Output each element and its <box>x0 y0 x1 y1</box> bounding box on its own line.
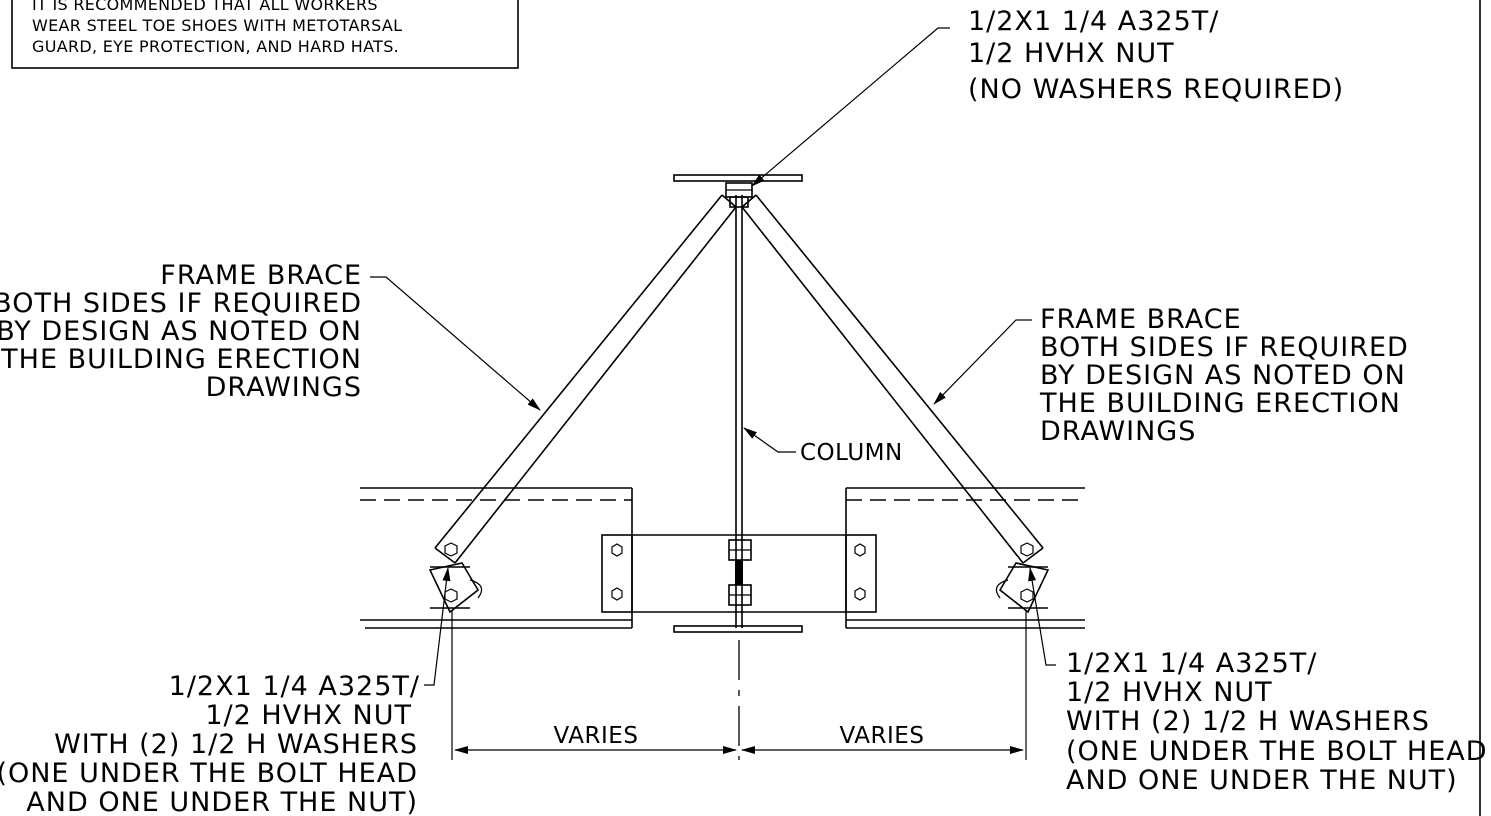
purlin-left <box>360 487 633 629</box>
top-callout: 1/2X1 1/4 A325T/ 1/2 HVHX NUT (NO WASHER… <box>751 6 1344 187</box>
bolt-hex-icon <box>854 587 866 601</box>
frame-brace-right-line-2: BOTH SIDES IF REQUIRED <box>1040 332 1409 363</box>
bolt-hex-icon <box>611 587 623 601</box>
bottom-left-line-1: 1/2X1 1/4 A325T/ <box>169 671 420 702</box>
clip-right <box>845 534 877 613</box>
dimension-lines: VARIES VARIES <box>451 610 1027 760</box>
bolt-hex-icon <box>854 543 866 557</box>
frame-brace-right-callout: FRAME BRACE BOTH SIDES IF REQUIRED BY DE… <box>933 304 1409 447</box>
connection-clips <box>601 534 877 613</box>
bottom-left-line-2: 1/2 HVHX NUT <box>205 700 412 731</box>
frame-brace-left-line-1: FRAME BRACE <box>160 260 362 291</box>
bottom-right-line-3: WITH (2) 1/2 H WASHERS <box>1066 706 1430 737</box>
frame-brace-left <box>434 194 737 564</box>
column-base-plate <box>673 625 803 633</box>
frame-brace-right-line-1: FRAME BRACE <box>1040 304 1242 335</box>
bottom-right-callout: 1/2X1 1/4 A325T/ 1/2 HVHX NUT WITH (2) 1… <box>1028 567 1488 796</box>
frame-brace-right-line-3: BY DESIGN AS NOTED ON <box>1040 360 1406 391</box>
bolt-hex-icon <box>1020 542 1034 557</box>
bottom-right-line-2: 1/2 HVHX NUT <box>1066 677 1273 708</box>
frame-brace-left-callout: FRAME BRACE BOTH SIDES IF REQUIRED BY DE… <box>0 260 541 411</box>
frame-brace-left-line-3: BY DESIGN AS NOTED ON <box>0 316 362 347</box>
bolt-hex-icon <box>444 542 458 557</box>
brace-connection-right <box>995 542 1050 614</box>
bolt-hex-icon <box>444 588 458 603</box>
bottom-right-line-1: 1/2X1 1/4 A325T/ <box>1066 648 1317 679</box>
frame-brace-left-line-4: THE BUILDING ERECTION <box>0 344 362 375</box>
brace-connection-left <box>428 542 483 614</box>
clip-left <box>601 534 633 613</box>
frame-brace-right <box>741 194 1044 564</box>
safety-note: IT IS RECOMMENDED THAT ALL WORKERS WEAR … <box>11 0 519 69</box>
column-label: COLUMN <box>800 440 903 466</box>
column <box>673 174 803 760</box>
bolt-hex-icon <box>1020 588 1034 603</box>
bottom-left-line-4: (ONE UNDER THE BOLT HEAD <box>0 758 418 789</box>
frame-brace-left-line-2: BOTH SIDES IF REQUIRED <box>0 288 362 319</box>
top-callout-line-3: (NO WASHERS REQUIRED) <box>968 74 1344 105</box>
safety-note-line-1: IT IS RECOMMENDED THAT ALL WORKERS <box>32 0 378 14</box>
frame-brace-right-line-5: DRAWINGS <box>1040 416 1196 447</box>
frame-brace-right-line-4: THE BUILDING ERECTION <box>1039 388 1401 419</box>
safety-note-line-3: GUARD, EYE PROTECTION, AND HARD HATS. <box>32 37 399 56</box>
bottom-left-line-3: WITH (2) 1/2 H WASHERS <box>54 729 418 760</box>
bolt-hex-icon <box>611 543 623 557</box>
dimension-right-label: VARIES <box>840 723 925 749</box>
column-callout: COLUMN <box>743 427 903 466</box>
column-cap-plate <box>673 174 803 182</box>
top-callout-line-1: 1/2X1 1/4 A325T/ <box>968 6 1219 37</box>
bottom-left-line-5: AND ONE UNDER THE NUT) <box>26 787 418 816</box>
bottom-right-line-4: (ONE UNDER THE BOLT HEAD <box>1066 736 1488 767</box>
center-web-bolts <box>728 539 752 606</box>
safety-note-line-2: WEAR STEEL TOE SHOES WITH METOTARSAL <box>32 16 402 35</box>
frame-brace-left-line-5: DRAWINGS <box>206 372 362 403</box>
bottom-left-callout: 1/2X1 1/4 A325T/ 1/2 HVHX NUT WITH (2) 1… <box>0 567 451 816</box>
dimension-left-label: VARIES <box>554 723 639 749</box>
top-connection-bolts <box>725 182 753 208</box>
purlin-right <box>845 487 1085 629</box>
bottom-right-line-5: AND ONE UNDER THE NUT) <box>1066 765 1458 796</box>
top-callout-line-2: 1/2 HVHX NUT <box>968 38 1175 69</box>
safety-note-box <box>11 0 519 69</box>
